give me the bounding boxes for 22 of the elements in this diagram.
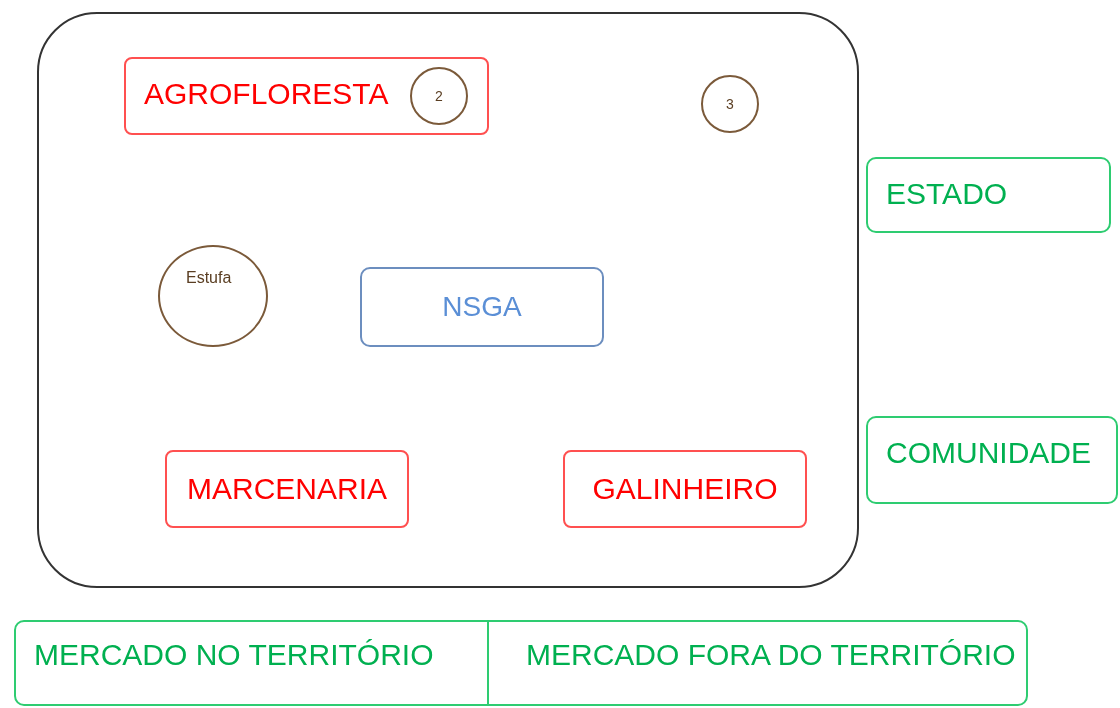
node-label: Estufa	[186, 269, 232, 287]
market-box	[14, 620, 489, 706]
activity-box	[563, 450, 807, 528]
activity-box	[124, 57, 489, 135]
node-label: MERCADO NO TERRITÓRIO	[34, 638, 434, 672]
node-label: GALINHEIRO	[592, 472, 778, 506]
node-label: MERCADO FORA DO TERRITÓRIO	[526, 638, 1016, 672]
node-label: COMUNIDADE	[886, 436, 1091, 470]
market-box	[487, 620, 1028, 706]
node-label: AGROFLORESTA	[144, 77, 389, 111]
node-label: 3	[726, 96, 734, 112]
node-label: ESTADO	[886, 177, 1008, 211]
activity-box	[165, 450, 409, 528]
node-label: NSGA	[442, 291, 522, 323]
center-box	[360, 267, 604, 347]
number-circle	[701, 75, 759, 133]
actor-box	[866, 416, 1118, 504]
node-label: 2	[435, 88, 443, 104]
number-circle	[410, 67, 468, 125]
actor-box	[866, 157, 1111, 233]
group-boundary	[37, 12, 859, 588]
node-label: MARCENARIA	[187, 472, 387, 506]
